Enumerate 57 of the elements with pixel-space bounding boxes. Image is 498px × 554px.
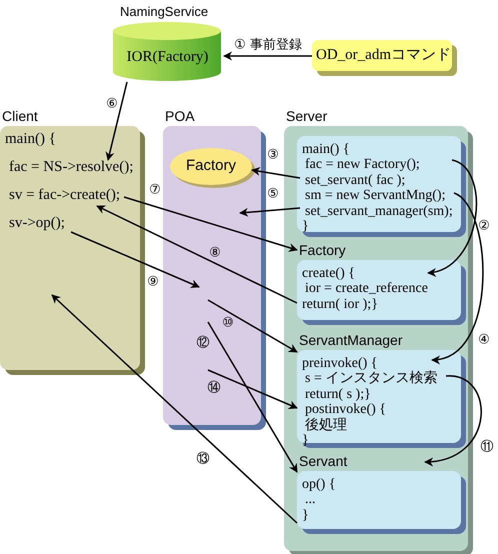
- code-line: main() {: [302, 142, 350, 158]
- code-line: ...: [304, 492, 316, 508]
- code-line: fac = new Factory();: [304, 157, 420, 173]
- edge-label: ⑬: [196, 452, 210, 466]
- code-line: fac = NS->resolve();: [9, 160, 134, 176]
- arrow: [208, 369, 298, 409]
- code-line: return( ior );}: [302, 296, 378, 312]
- edge-label: ③: [267, 148, 279, 162]
- edge-label: ⑧: [209, 246, 221, 260]
- code-line: sv = fac->create();: [9, 188, 120, 204]
- code-line: return( s );}: [304, 386, 371, 402]
- edge-label: ⑪: [480, 440, 494, 454]
- arrow: [223, 52, 312, 60]
- code-line: preinvoke() {: [302, 356, 378, 372]
- code-line: 後処理: [304, 418, 347, 434]
- arrow: [70, 231, 200, 288]
- arrow: [106, 82, 128, 161]
- panel-heading: Server: [286, 108, 328, 124]
- code-line: postinvoke() {: [304, 402, 386, 418]
- code-line: }: [302, 508, 309, 524]
- edge-label: ⑭: [208, 380, 220, 396]
- code-line: set_servant( fac );: [304, 172, 406, 188]
- code-line: }: [302, 219, 309, 234]
- edge-label: ⑤: [267, 186, 279, 202]
- edge-label: ⑫: [196, 336, 210, 350]
- code-line: sv->op();: [9, 216, 65, 232]
- arrow: [424, 375, 482, 466]
- arrow: [207, 322, 298, 473]
- panel-heading: Client: [2, 108, 38, 124]
- command-box: OD_or_admコマンド: [312, 40, 452, 71]
- code-line: s = インスタンス検索: [304, 371, 438, 387]
- code-line: main() {: [5, 132, 56, 148]
- code-line: ior = create_reference: [304, 281, 428, 297]
- edge-label: ②: [478, 218, 490, 234]
- edge-label: ④: [478, 332, 490, 348]
- edge-label: ⑥: [106, 96, 118, 112]
- node-heading: NamingService: [120, 4, 208, 20]
- edge-label: ⑦: [149, 182, 161, 198]
- edge-label: ⑨: [147, 274, 159, 290]
- panel-heading: POA: [165, 108, 195, 124]
- arrow: [124, 196, 298, 252]
- cylinder-label: IOR(Factory): [126, 49, 210, 66]
- arrow: [208, 299, 298, 353]
- code-line: op() {: [302, 477, 336, 492]
- arrow: [431, 192, 484, 363]
- panel-heading: ServantManager: [299, 332, 403, 348]
- edge-label: ⑩: [222, 316, 234, 330]
- panel-heading: Servant: [299, 453, 348, 469]
- edge-label: ① 事前登録: [234, 38, 302, 52]
- arrow: [239, 207, 300, 217]
- arrow: [51, 294, 298, 524]
- code-line: set_servant_manager(sm);: [304, 204, 453, 220]
- code-line: create() {: [302, 266, 355, 282]
- ellipse-label: Factory: [184, 157, 237, 174]
- code-line: sm = new ServantMng();: [304, 188, 446, 204]
- code-line: }: [302, 433, 309, 448]
- panel-heading: Factory: [299, 242, 346, 258]
